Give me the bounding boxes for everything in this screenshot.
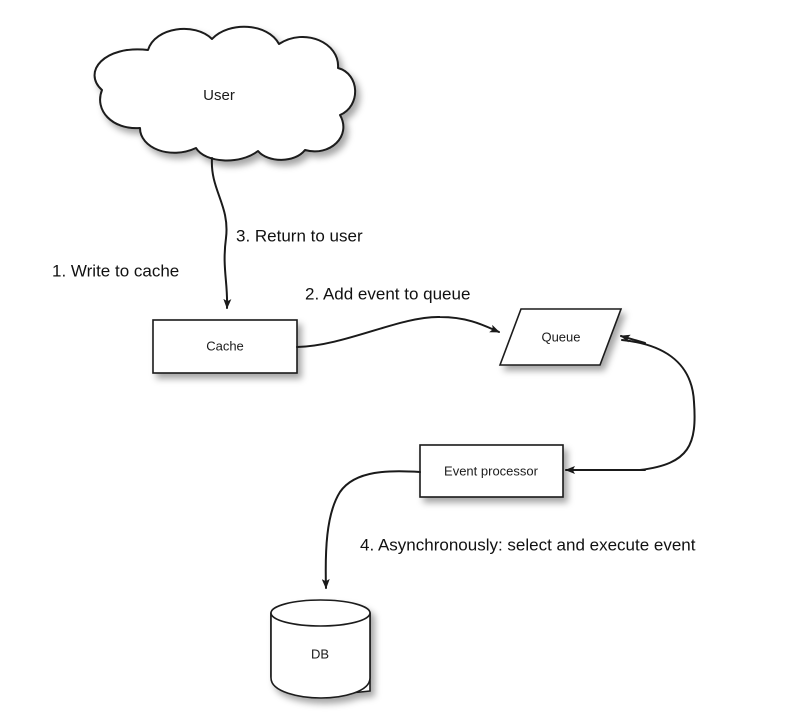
edge-cache-to-queue xyxy=(296,315,500,348)
event-processor-rect xyxy=(419,444,564,498)
node-db-label: DB xyxy=(311,646,329,661)
db-cylinder-side xyxy=(270,613,371,699)
edge-loop-arrow-to-queue xyxy=(620,334,646,344)
cloud-icon xyxy=(93,25,357,162)
node-user[interactable]: User xyxy=(93,25,357,162)
node-queue[interactable]: Queue xyxy=(498,308,623,366)
step-4-label: 4. Asynchronously: select and execute ev… xyxy=(360,535,696,554)
queue-parallelogram xyxy=(498,308,623,366)
node-cache-label: Cache xyxy=(206,338,244,353)
node-cache[interactable]: Cache xyxy=(152,319,298,374)
step-3-label: 3. Return to user xyxy=(236,226,363,245)
step-2-label: 2. Add event to queue xyxy=(305,284,470,303)
node-queue-label: Queue xyxy=(541,329,580,344)
step-1-label: 1. Write to cache xyxy=(52,261,179,280)
edge-queue-eventprocessor-loop xyxy=(621,339,696,471)
node-event-processor[interactable]: Event processor xyxy=(419,444,564,498)
node-user-label: User xyxy=(203,87,235,104)
edge-eventprocessor-to-db xyxy=(321,470,421,589)
db-cylinder-top xyxy=(270,599,371,627)
node-event-processor-label: Event processor xyxy=(444,463,539,478)
edge-user-to-cache xyxy=(210,157,232,309)
node-db[interactable]: DB xyxy=(270,599,371,699)
